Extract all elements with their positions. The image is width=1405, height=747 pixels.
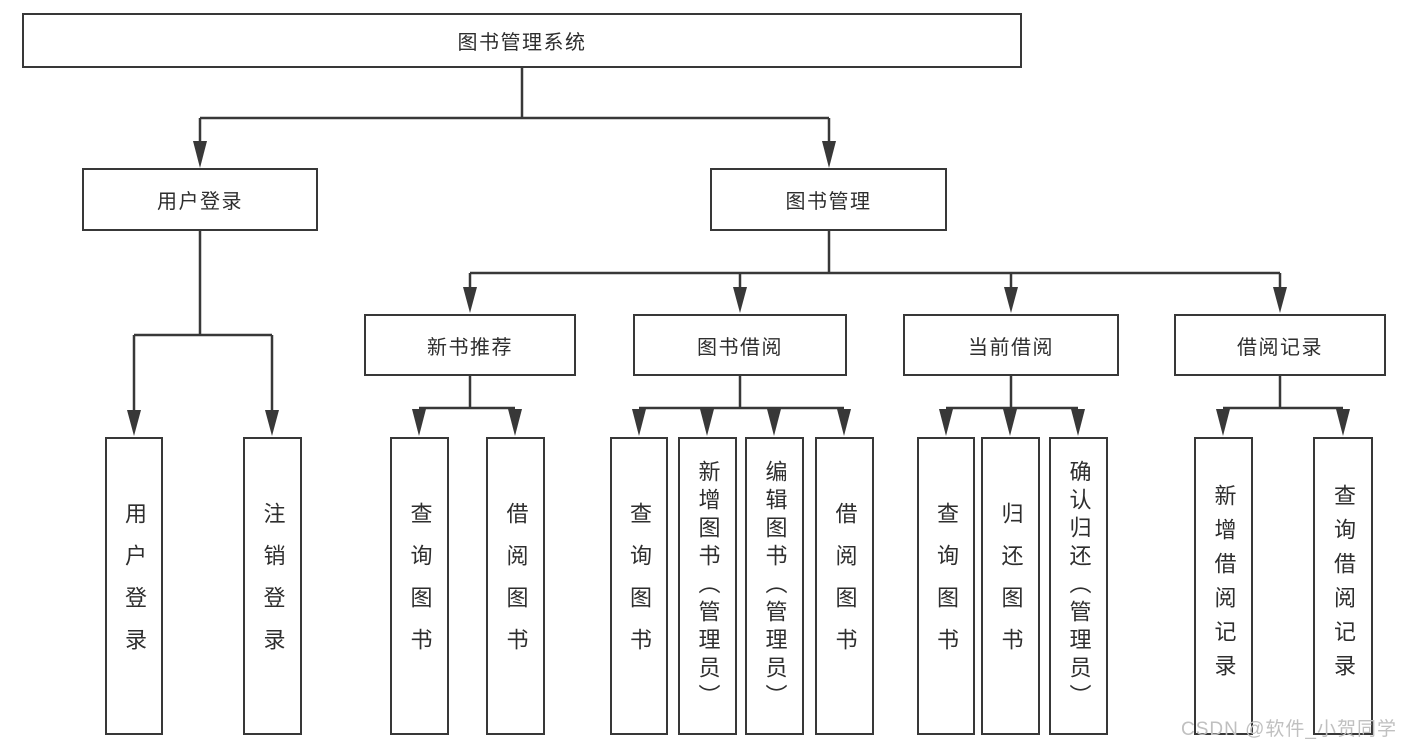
node-book-borrow: 图书借阅 <box>633 314 847 376</box>
node-label: 查询借阅记录 <box>1331 484 1356 688</box>
node-new-book-recommend: 新书推荐 <box>364 314 576 376</box>
node-label: 图书借阅 <box>697 336 783 359</box>
leaf-record-query-borrow-record: 查询借阅记录 <box>1313 437 1373 735</box>
node-label: 用户登录 <box>122 502 147 670</box>
leaf-borrow-borrow-book: 借阅图书 <box>815 437 874 735</box>
node-borrow-record: 借阅记录 <box>1174 314 1386 376</box>
node-label: 图书管理系统 <box>457 32 587 54</box>
node-label: 当前借阅 <box>968 336 1054 359</box>
leaf-current-return-book: 归还图书 <box>981 437 1040 735</box>
leaf-newbook-query-book: 查询图书 <box>390 437 449 735</box>
watermark: CSDN @软件_小贺同学 <box>1181 719 1397 740</box>
leaf-borrow-add-book-admin: 新增图书（管理员） <box>678 437 737 735</box>
leaf-logout-login: 注销登录 <box>243 437 302 735</box>
node-root: 图书管理系统 <box>22 13 1022 68</box>
node-label: 用户登录 <box>157 191 243 213</box>
node-user-login: 用户登录 <box>82 168 318 231</box>
node-label: 借阅图书 <box>832 502 858 670</box>
node-label: 新增借阅记录 <box>1211 484 1237 688</box>
node-label: 借阅记录 <box>1237 336 1323 359</box>
leaf-borrow-query-book: 查询图书 <box>610 437 668 735</box>
node-book-management: 图书管理 <box>710 168 947 231</box>
node-label: 查询图书 <box>627 502 652 670</box>
leaf-user-login: 用户登录 <box>105 437 163 735</box>
node-label: 归还图书 <box>998 502 1024 670</box>
node-label: 新书推荐 <box>427 336 513 359</box>
node-current-borrow: 当前借阅 <box>903 314 1119 376</box>
leaf-current-confirm-return-admin: 确认归还（管理员） <box>1049 437 1108 735</box>
node-label: 查询图书 <box>934 502 959 670</box>
node-label: 新增图书（管理员） <box>695 460 721 712</box>
node-label: 查询图书 <box>407 502 433 670</box>
node-label: 借阅图书 <box>503 502 529 670</box>
leaf-borrow-edit-book-admin: 编辑图书（管理员） <box>745 437 804 735</box>
leaf-newbook-borrow-book: 借阅图书 <box>486 437 545 735</box>
node-label: 图书管理 <box>785 191 872 213</box>
node-label: 编辑图书（管理员） <box>762 460 788 712</box>
leaf-current-query-book: 查询图书 <box>917 437 975 735</box>
node-label: 确认归还（管理员） <box>1066 460 1092 712</box>
node-label: 注销登录 <box>260 502 286 670</box>
leaf-record-add-borrow-record: 新增借阅记录 <box>1194 437 1253 735</box>
